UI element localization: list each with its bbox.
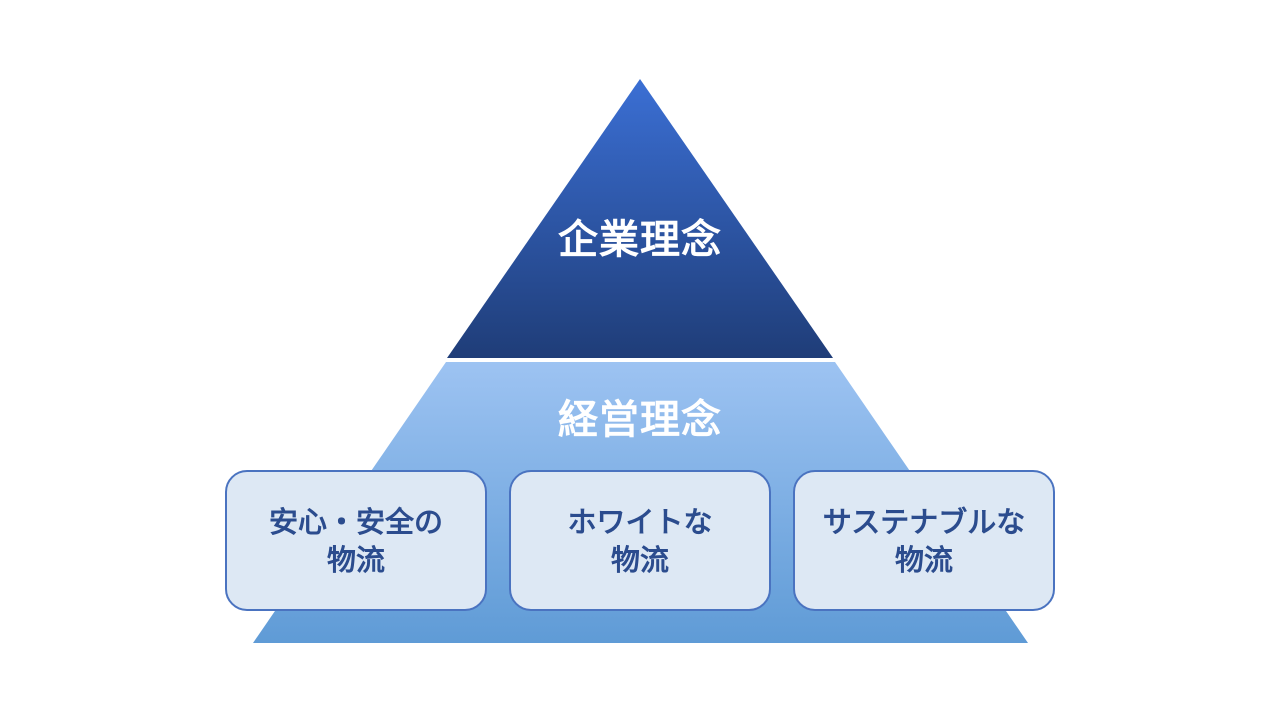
value-box-safety: 安心・安全の 物流: [225, 470, 487, 611]
value-box-line: 物流: [610, 542, 669, 577]
corporate-philosophy-label: 企業理念: [558, 217, 722, 263]
value-box-line: 安心・安全の: [268, 504, 443, 539]
value-box-line: 物流: [894, 542, 953, 577]
pyramid-top-tier: [447, 79, 833, 358]
value-box-line: 物流: [326, 542, 385, 577]
value-box-sustainable: サステナブルな 物流: [793, 470, 1055, 611]
value-box-line: ホワイトな: [567, 504, 713, 539]
value-box-line: サステナブルな: [822, 504, 1026, 539]
management-philosophy-label: 経営理念: [558, 397, 722, 443]
value-box-white: ホワイトな 物流: [509, 470, 771, 611]
